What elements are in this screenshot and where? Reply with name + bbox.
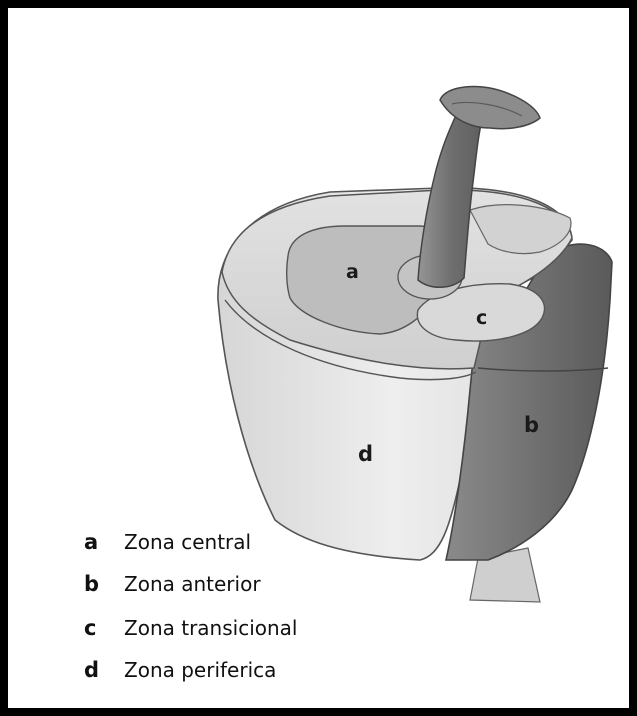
zone-label-d: d [358,442,373,466]
legend-row-b: b Zona anterior [84,572,261,596]
zone-label-a: a [346,261,359,283]
legend-row-c: c Zona transicional [84,616,297,640]
legend-text: Zona transicional [124,616,297,640]
legend-letter: c [84,616,124,640]
legend-text: Zona periferica [124,658,276,682]
legend-letter: d [84,658,124,682]
zone-label-c: c [476,307,487,329]
legend-row-d: d Zona periferica [84,658,276,682]
legend-letter: a [84,530,124,554]
legend-letter: b [84,572,124,596]
legend-text: Zona anterior [124,572,261,596]
legend-text: Zona central [124,530,251,554]
zone-label-b: b [524,413,539,437]
legend-row-a: a Zona central [84,530,251,554]
